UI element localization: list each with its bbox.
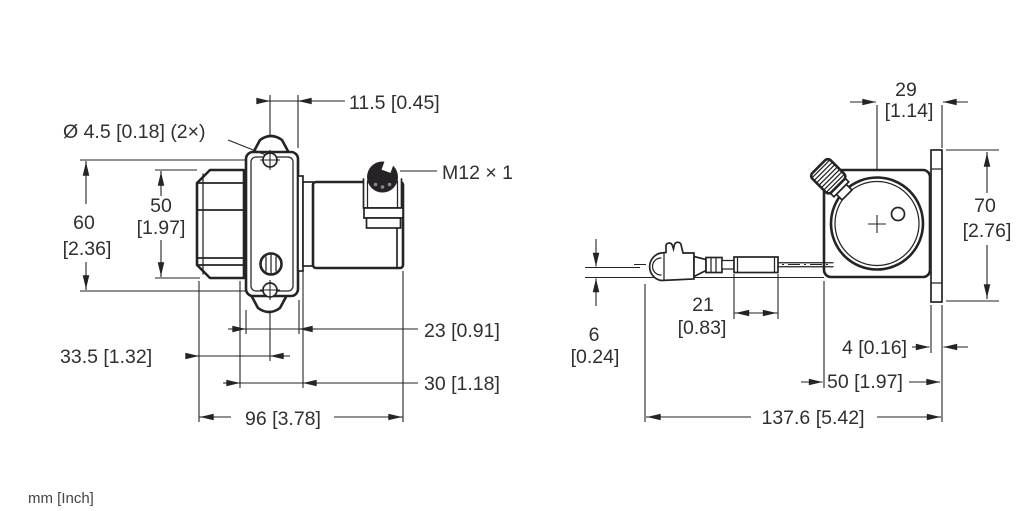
dim-96-label: 96 [3.78] — [245, 408, 321, 430]
m12-thread-callout: M12 × 1 — [400, 162, 513, 184]
drum-circle — [829, 176, 925, 271]
drum-housing-side — [195, 168, 246, 280]
dim-body-length: 30 [1.18] — [223, 373, 500, 395]
dim-center-to-flange: 29 [1.14] — [850, 79, 968, 122]
dim-50-front-label: 50 [1.97] — [827, 371, 903, 393]
wire-fittings — [693, 255, 779, 278]
draw-wire-assembly — [634, 241, 834, 282]
dim-overall-length-front: 137.6 [5.42] — [646, 407, 941, 429]
front-view: 29 [1.14] 70 [2.76] 6 [0.24] 21 [0.83] — [571, 79, 1012, 429]
dim-70-mm: 70 — [974, 195, 996, 217]
dim-overall-length-side: 96 [3.78] — [199, 408, 403, 430]
dim-clip-fitting-length: 21 [0.83] — [678, 294, 778, 339]
front-extension-lines — [585, 105, 999, 422]
side-view: Ø 4.5 [0.18] (2×) 11.5 [0.45] 60 [2.36] … — [60, 92, 513, 430]
dim-137-6-label: 137.6 [5.42] — [761, 407, 864, 429]
mounting-ear-top — [251, 134, 291, 155]
dim-60-inch: [2.36] — [63, 238, 112, 260]
dim-70-inch: [2.76] — [963, 220, 1012, 242]
rope-outlet-fitting — [809, 157, 854, 202]
dim-50-inch: [1.97] — [137, 217, 186, 239]
mounting-hole-bottom — [260, 280, 280, 300]
mounting-ear-bottom — [249, 293, 289, 314]
m12-connector — [362, 157, 404, 229]
dim-21-mm: 21 — [692, 294, 714, 316]
knurl-lines — [811, 159, 845, 193]
dim-drum-height: 50 [1.97] — [137, 171, 186, 277]
dim-21-inch: [0.83] — [678, 317, 727, 339]
dim-rope-offset: 6 [0.24] — [571, 239, 620, 368]
dim-6-mm: 6 — [589, 324, 600, 346]
dim-30-label: 30 [1.18] — [424, 373, 500, 395]
wire-clip — [648, 241, 695, 282]
dim-hole-spacing: 60 [2.36] — [63, 161, 112, 290]
dim-29-mm: 29 — [895, 79, 917, 101]
dim-29-inch: [1.14] — [885, 100, 934, 122]
dim-50-mm: 50 — [150, 195, 172, 217]
dim-connector-offset: 11.5 [0.45] — [256, 92, 440, 114]
dim-plate-depth: 23 [0.91] — [228, 320, 500, 342]
m12-thread-label: M12 × 1 — [442, 162, 513, 184]
dim-6-inch: [0.24] — [571, 346, 620, 368]
dim-hole-plane-offset: 33.5 [1.32] — [60, 346, 290, 368]
units-note: mm [Inch] — [28, 490, 94, 507]
mounting-hole-top — [260, 150, 280, 170]
hole-diameter-label: Ø 4.5 [0.18] (2×) — [63, 121, 206, 143]
dim-flange-thickness: 4 [0.16] — [842, 337, 968, 359]
center-screw — [259, 252, 283, 276]
dim-flange-height: 70 [2.76] — [963, 152, 1012, 299]
dim-4-label: 4 [0.16] — [842, 337, 907, 359]
dim-housing-width: 50 [1.97] — [801, 371, 940, 393]
dim-hole-diameter-note: Ø 4.5 [0.18] (2×) — [63, 121, 267, 156]
dim-33-5-label: 33.5 [1.32] — [60, 346, 152, 368]
dim-60-mm: 60 — [73, 212, 95, 234]
drum-hole — [890, 206, 906, 222]
mounting-flange — [930, 149, 943, 303]
dim-11-5-label: 11.5 [0.45] — [349, 92, 440, 114]
dim-23-label: 23 [0.91] — [424, 320, 500, 342]
